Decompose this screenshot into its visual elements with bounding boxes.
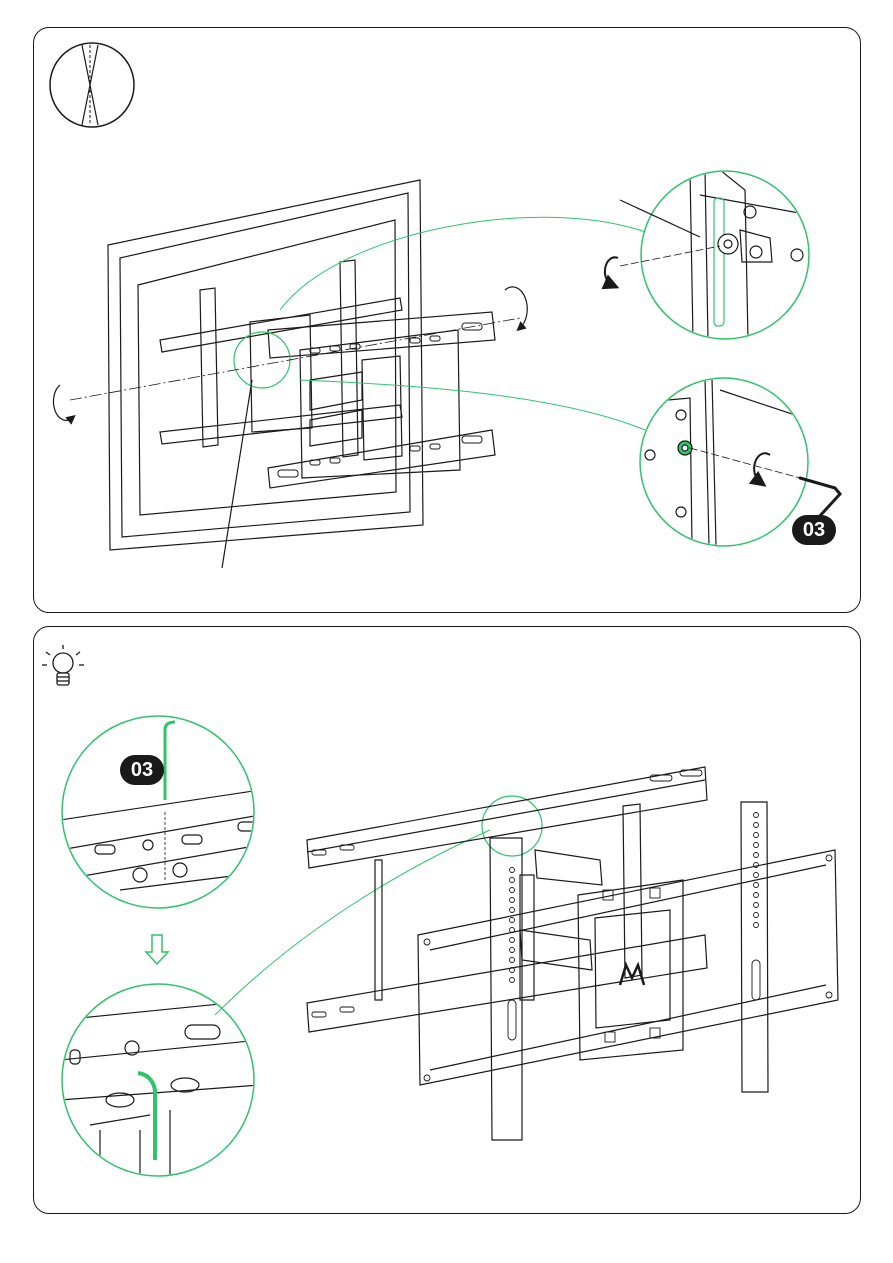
zoom-detail-1 [605,170,810,340]
lightbulb-tip-icon [42,645,84,685]
bracket-holes [312,770,832,1081]
highlight-zoom-source-top [234,332,290,388]
tv-screen [108,180,423,550]
rotation-axis-line [70,318,520,400]
rotate-arrow-icon [53,287,527,420]
highlight-zoom-source-bottom [482,796,542,856]
wall-mount-assembly-top [160,260,495,488]
zoom-connector-3 [215,830,490,1015]
mount-slots-top [278,323,482,477]
wall-mount-assembly-bottom [307,767,838,1140]
zoom-detail-4 [60,984,260,1180]
tool-badge-bottom: 03 [120,755,164,785]
zoom-connector-1 [280,217,645,310]
zoom-detail-3 [60,716,260,908]
tilt-adjust-icon [50,43,134,127]
tool-badge-top: 03 [792,515,836,545]
down-arrow-icon [146,935,168,964]
